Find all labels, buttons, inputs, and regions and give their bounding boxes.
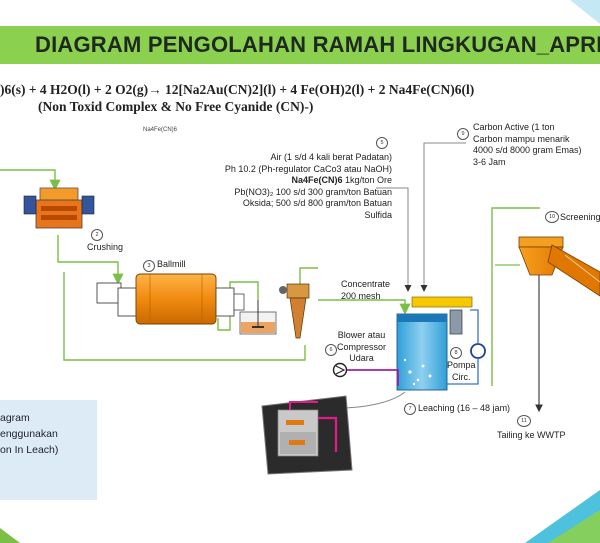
hydrocyclone-equipment bbox=[279, 283, 310, 339]
label-ballmill: Ballmill bbox=[157, 259, 186, 269]
badge-ballmill: 3 bbox=[143, 260, 155, 272]
crusher-motor-right bbox=[81, 195, 95, 215]
concentrate-line-1: Concentrate bbox=[341, 279, 391, 289]
crusher-equipment bbox=[23, 187, 95, 229]
blower-equipment bbox=[332, 362, 399, 386]
reagent-dose: 1kg/ton Ore bbox=[342, 175, 392, 185]
ballmill-feed-chute bbox=[96, 282, 122, 304]
legend-line-3: on In Leach) bbox=[0, 444, 59, 456]
badge-leaching: 7 bbox=[404, 403, 416, 415]
hydrocyclone-cone bbox=[289, 297, 307, 339]
legend-text: agram enggunakan on In Leach) bbox=[0, 410, 58, 458]
carbon-line-2: Carbon mampu menarik bbox=[473, 133, 570, 144]
crusher-motor-left bbox=[23, 195, 37, 215]
ballmill-drum bbox=[135, 273, 217, 325]
conditioning-tank bbox=[239, 300, 277, 335]
title-bar bbox=[0, 26, 600, 64]
badge-pompa: 8 bbox=[450, 347, 462, 359]
carbon-column bbox=[449, 309, 463, 335]
label-pompa: Pompa Circ. bbox=[447, 360, 476, 383]
green-flow-lines bbox=[0, 169, 540, 386]
reaction-subtitle: (Non Toxid Complex & No Free Cyanide (CN… bbox=[38, 99, 314, 114]
line-crusher-to-mill bbox=[57, 235, 124, 285]
reagent-line-2: Ph 10.2 (Ph-regulator CaCo3 atau NaOH) bbox=[224, 163, 392, 174]
reagent-chemical: Na4Fe(CN)6 bbox=[291, 175, 343, 185]
leach-tank-body bbox=[396, 313, 448, 391]
ballmill-trunnion-left bbox=[117, 287, 137, 317]
ballmill-equipment bbox=[96, 273, 245, 325]
concentrate-line-2: 200 mesh bbox=[341, 290, 381, 301]
pump-loop-line bbox=[446, 309, 479, 385]
reagent-line-6: Sulfida bbox=[364, 209, 392, 220]
label-crushing: Crushing bbox=[87, 242, 124, 252]
line-screen-return bbox=[491, 207, 540, 386]
air-line bbox=[347, 369, 399, 386]
badge-carbon: 9 bbox=[457, 128, 469, 140]
screening-equipment bbox=[495, 236, 600, 413]
pompa-line-1: Pompa bbox=[447, 360, 476, 370]
label-blower: Blower atau Compressor Udara bbox=[337, 330, 386, 365]
line-carbon-feed bbox=[420, 142, 466, 292]
badge-screening: 10 bbox=[545, 211, 559, 223]
reagent-line-3: Na4Fe(CN)6 1kg/ton Ore bbox=[225, 175, 392, 187]
carbon-line-4: 3-6 Jam bbox=[473, 156, 506, 167]
detail-inset bbox=[261, 395, 353, 475]
legend-line-1: agram bbox=[0, 412, 30, 424]
tank-top-bar bbox=[411, 296, 473, 308]
label-tailing: Tailing ke WWTP bbox=[497, 430, 566, 440]
ballmill-trunnion-right bbox=[215, 287, 235, 317]
reaction-equation: )6(s) + 4 H2O(l) + 2 O2(g)→ 12[Na2Au(CN)… bbox=[0, 82, 475, 97]
reagents-text-block: Air (1 s/d 4 kali berat Padatan) Ph 10.2… bbox=[225, 152, 392, 221]
label-leaching: Leaching (16 – 48 jam) bbox=[418, 403, 511, 413]
line-recycle-loop bbox=[63, 272, 306, 361]
line-concentrate-to-tank bbox=[318, 299, 411, 315]
small-chemical-label: Na4Fe(CN)6 bbox=[143, 127, 178, 133]
blower-line-2: Compressor bbox=[337, 341, 387, 352]
label-concentrate: Concentrate 200 mesh bbox=[341, 279, 390, 302]
legend-line-2: enggunakan bbox=[0, 428, 58, 440]
line-reagent-feed bbox=[376, 187, 412, 292]
pompa-line-2: Circ. bbox=[452, 371, 471, 382]
ballmill-discharge bbox=[233, 293, 245, 311]
reagent-line-4: Pb(NO3)₂ 100 s/d 300 gram/ton Batuan bbox=[234, 186, 392, 197]
badge-tailing: 11 bbox=[517, 415, 531, 427]
line-feed-to-crusher bbox=[0, 169, 61, 191]
crusher-body bbox=[35, 199, 83, 229]
badge-blower: 6 bbox=[325, 344, 337, 356]
reagent-line-5: Oksida; 500 s/d 800 gram/ton Batuan bbox=[242, 198, 392, 208]
carbon-text-block: Carbon Active (1 ton Carbon mampu menari… bbox=[473, 122, 582, 168]
reagent-line-1: Air (1 s/d 4 kali berat Padatan) bbox=[270, 152, 392, 162]
screening-chute bbox=[547, 244, 600, 297]
label-screening: Screening bbox=[560, 212, 600, 222]
line-detail-callout bbox=[339, 391, 406, 409]
blower-line-3: Udara bbox=[349, 353, 374, 363]
blower-line-1: Blower atau bbox=[337, 330, 386, 340]
badge-reagents: 5 bbox=[376, 137, 388, 149]
carbon-line-1: Carbon Active (1 ton bbox=[473, 122, 555, 132]
carbon-line-3: 4000 s/d 8000 gram Emas) bbox=[473, 145, 582, 155]
legend-box bbox=[0, 400, 97, 500]
circulation-pump bbox=[470, 343, 486, 359]
leach-tank-equipment bbox=[396, 296, 486, 391]
line-hydrocyclone bbox=[299, 267, 318, 290]
page-title: DIAGRAM PENGOLAHAN RAMAH LINGKUGAN_APRI bbox=[35, 32, 600, 57]
badge-crushing: 2 bbox=[91, 229, 103, 241]
